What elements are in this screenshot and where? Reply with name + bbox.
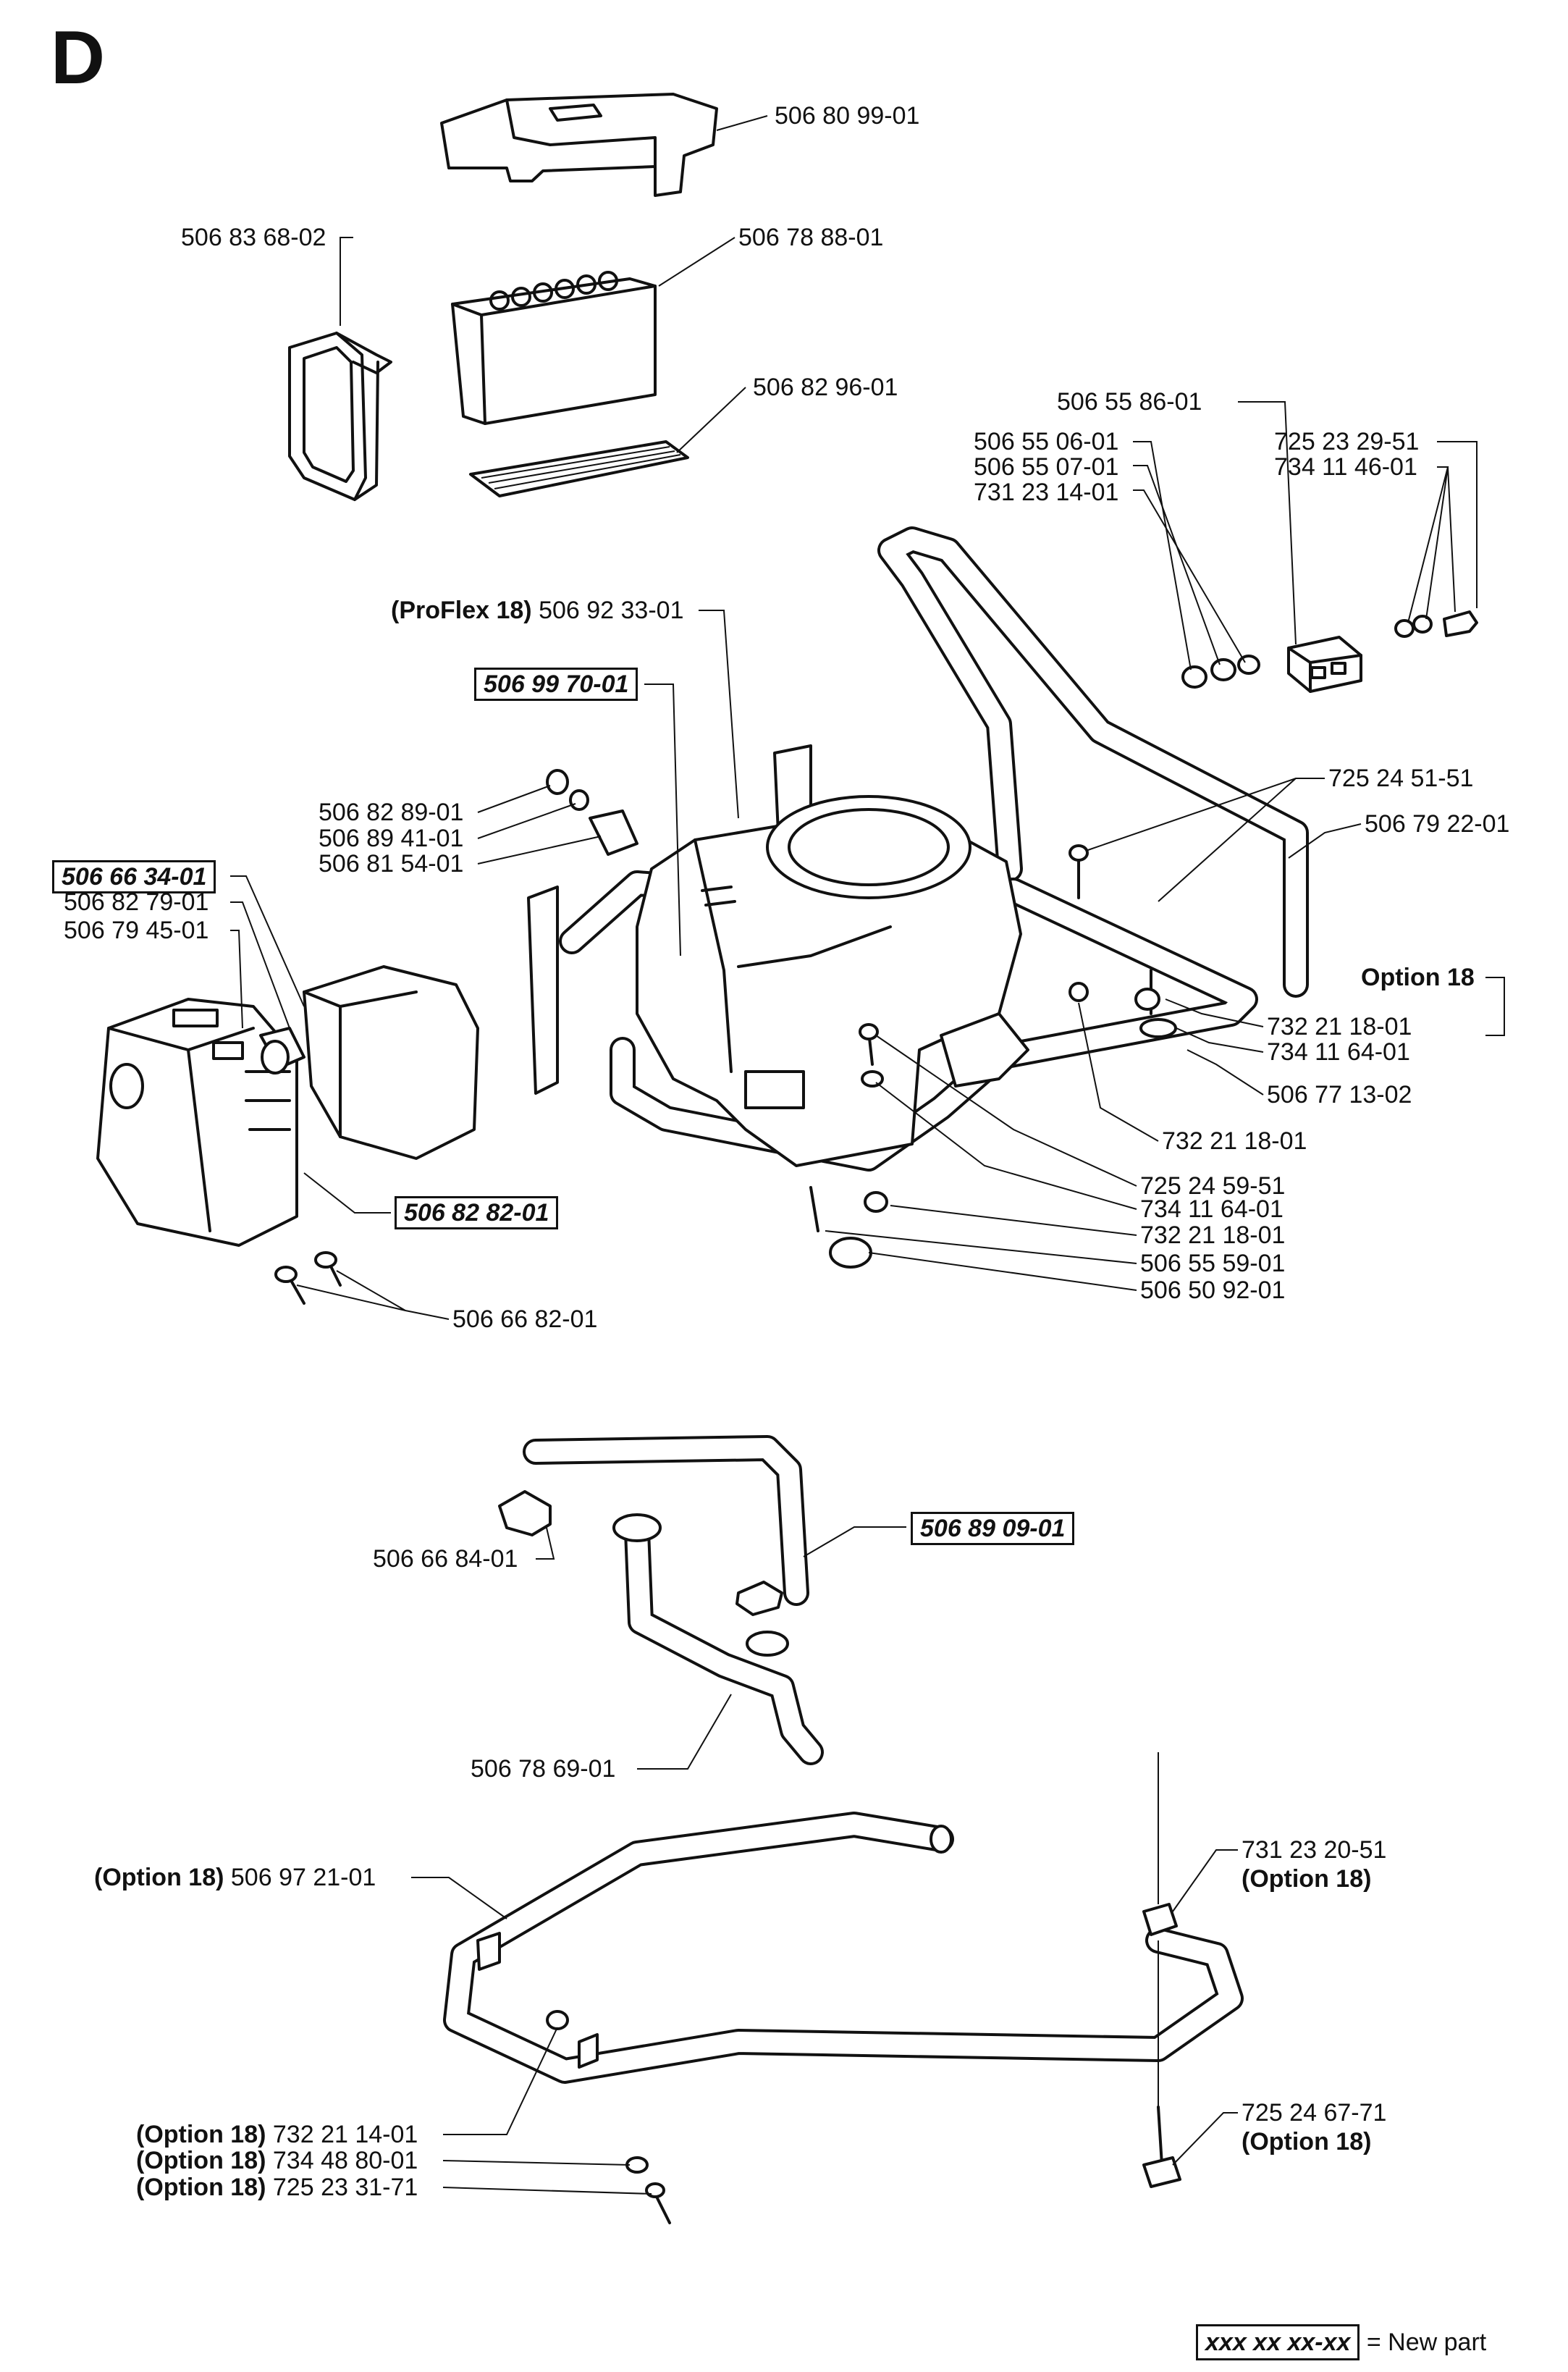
part-label-main-frame: 506 77 13-02 — [1267, 1081, 1412, 1109]
part-label-fastener-2: 506 55 07-01 — [974, 453, 1119, 481]
part-label-washer-1: 734 11 64-01 — [1267, 1038, 1410, 1066]
battery-cover — [440, 93, 718, 197]
part-label-muffler-screw: 506 79 45-01 — [64, 917, 209, 944]
section-letter: D — [51, 16, 106, 100]
part-label-option-nut-2-prefix: (Option 18) — [136, 2121, 266, 2148]
part-label-option-washer: (Option 18) 734 48 80-01 — [136, 2146, 418, 2175]
part-label-option-screw-number: 725 23 31-71 — [272, 2174, 418, 2201]
engine-spacers — [546, 769, 638, 856]
part-label-washer: 734 11 46-01 — [1274, 453, 1417, 481]
part-label-option-screw-prefix: (Option 18) — [136, 2174, 266, 2201]
part-label-nut-2: 732 21 18-01 — [1162, 1127, 1307, 1155]
part-label-option-bolt-number: 725 24 67-71 — [1242, 2099, 1387, 2127]
new-part-legend: xxx xx xx-xx = New part — [1196, 2324, 1486, 2360]
part-label-new-part-muffler: 506 66 34-01 — [52, 860, 216, 893]
part-label-new-part-muffler-cover: 506 82 82-01 — [395, 1196, 559, 1229]
part-label-battery-strap: 506 83 68-02 — [181, 224, 326, 251]
part-label-nut-1: 732 21 18-01 — [1267, 1013, 1412, 1040]
battery-strap — [288, 332, 392, 501]
part-label-muffler-gasket: 506 82 79-01 — [64, 888, 209, 916]
part-label-cable-clamp: 506 66 84-01 — [373, 1545, 518, 1573]
part-label-spacer-2: 506 89 41-01 — [319, 825, 464, 852]
part-label-option-washer-prefix: (Option 18) — [136, 2147, 266, 2174]
legend-sample: xxx xx xx-xx — [1196, 2324, 1360, 2360]
cover-bolts — [274, 1251, 342, 1305]
part-label-frame-bolt: 725 24 51-51 — [1328, 765, 1474, 792]
part-label-switch-block: 506 55 86-01 — [1057, 388, 1202, 416]
option-18-group-label: Option 18 — [1361, 964, 1475, 991]
part-label-option-nut-2: (Option 18) 732 21 14-01 — [136, 2120, 418, 2149]
part-label-pin: 506 55 59-01 — [1140, 1250, 1286, 1277]
legend-text: = New part — [1366, 2329, 1487, 2356]
part-label-screw: 725 23 29-51 — [1274, 428, 1420, 455]
part-label-option-screw: (Option 18) 725 23 31-71 — [136, 2173, 418, 2202]
part-label-option-nut-number: 731 23 20-51 — [1242, 1836, 1387, 1864]
leader-lines — [230, 115, 1505, 2195]
engine — [636, 795, 1029, 1167]
part-label-spacer-1: 506 82 89-01 — [319, 799, 464, 826]
fastener-set-top-right — [1181, 610, 1478, 689]
part-label-battery-mat: 506 82 96-01 — [753, 374, 898, 401]
part-label-handle-frame: 506 79 22-01 — [1365, 810, 1510, 838]
muffler-cover — [96, 998, 298, 1247]
part-label-option-bolt-suffix: (Option 18) — [1242, 2128, 1372, 2156]
part-label-cover-screws: 506 66 82-01 — [452, 1305, 598, 1333]
part-label-new-part-bent-tube: 506 89 09-01 — [911, 1512, 1075, 1545]
muffler — [259, 965, 479, 1160]
lower-frame — [443, 1812, 1244, 2084]
part-label-option-nut-suffix: (Option 18) — [1242, 1865, 1372, 1893]
part-label-control-rod: 506 78 69-01 — [471, 1755, 616, 1783]
option-fasteners — [546, 1903, 1181, 2224]
handle-frame — [877, 526, 1309, 998]
part-label-lower-frame-number: 506 97 21-01 — [230, 1864, 376, 1891]
lower-fasteners — [809, 844, 1177, 1269]
part-label-option-nut-2-number: 732 21 14-01 — [272, 2121, 418, 2148]
part-label-nut-3: 732 21 18-01 — [1140, 1221, 1286, 1249]
part-label-engine-number: 506 92 33-01 — [539, 597, 684, 624]
part-label-bushing: 506 50 92-01 — [1140, 1277, 1286, 1304]
part-label-option-washer-number: 734 48 80-01 — [272, 2147, 418, 2174]
clamp-small — [498, 1490, 783, 1616]
part-label-bolt-lower: 725 24 59-51 — [1140, 1172, 1286, 1200]
part-label-fastener-3: 731 23 14-01 — [974, 479, 1119, 506]
part-label-engine-prefix: (ProFlex 18) — [391, 597, 532, 624]
part-label-fastener-1: 506 55 06-01 — [974, 428, 1119, 455]
battery-mat — [469, 440, 689, 497]
part-label-lower-frame: (Option 18) 506 97 21-01 — [94, 1863, 376, 1892]
part-label-battery: 506 78 88-01 — [738, 224, 884, 251]
battery — [451, 271, 657, 425]
control-rod — [612, 1513, 824, 1765]
part-label-lower-frame-prefix: (Option 18) — [94, 1864, 224, 1891]
bent-tube-upper — [523, 1435, 809, 1606]
switch-block — [1287, 636, 1362, 693]
part-label-option-nut: 731 23 20-51(Option 18) — [1242, 1835, 1386, 1893]
part-label-option-bolt: 725 24 67-71(Option 18) — [1242, 2098, 1386, 2156]
part-label-washer-2: 734 11 64-01 — [1140, 1195, 1284, 1223]
part-label-spacer-3: 506 81 54-01 — [319, 850, 464, 878]
part-label-engine: (ProFlex 18) 506 92 33-01 — [391, 596, 683, 625]
part-label-battery-cover: 506 80 99-01 — [775, 102, 920, 130]
part-label-new-part-engine-bolt: 506 99 70-01 — [474, 668, 638, 701]
